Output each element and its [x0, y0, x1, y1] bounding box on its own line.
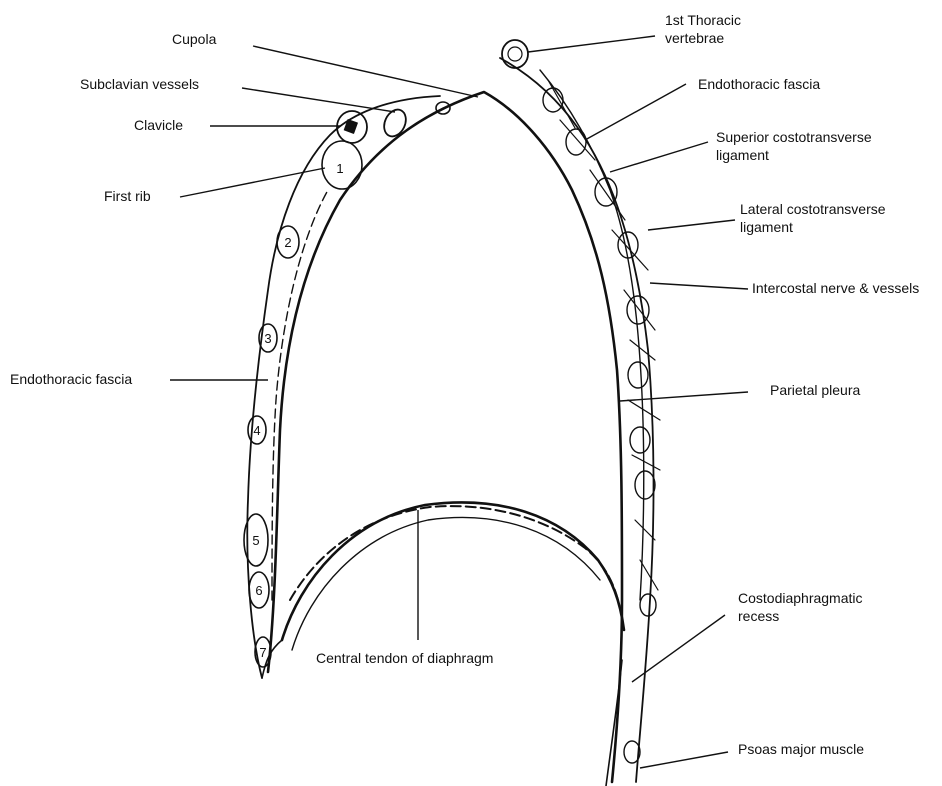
label-thoracic-vertebrae-line1: 1st Thoracic: [665, 12, 741, 29]
leader-cupola: [253, 46, 478, 97]
leader-lateral-ct: [648, 220, 735, 230]
leader-superior-ct: [610, 142, 708, 172]
label-costodiaphragmatic-line1: Costodiaphragmatic: [738, 590, 863, 607]
label-central-tendon: Central tendon of diaphragm: [316, 650, 493, 667]
subclavian-vessel-1: [380, 106, 410, 140]
label-superior-costotransverse-line2: ligament: [716, 147, 769, 164]
right-wall-outer: [500, 58, 654, 782]
leader-first-rib: [180, 168, 325, 197]
diaphragm-dashed: [290, 506, 618, 600]
posterior-rib-g: [630, 427, 650, 453]
rib-number-6: 6: [255, 583, 262, 598]
posterior-rib-b: [566, 129, 586, 155]
left-wall-dashed: [272, 190, 328, 600]
diaphragm-dome: [282, 502, 624, 640]
label-parietal-pleura: Parietal pleura: [770, 382, 860, 399]
label-cupola: Cupola: [172, 31, 216, 48]
label-first-rib: First rib: [104, 188, 151, 205]
leader-intercostal: [650, 283, 748, 289]
rib-number-7: 7: [259, 645, 266, 660]
label-lateral-costotransverse-line2: ligament: [740, 219, 793, 236]
label-endothoracic-fascia-left: Endothoracic fascia: [10, 371, 132, 388]
label-subclavian-vessels: Subclavian vessels: [80, 76, 199, 93]
rib-number-1: 1: [336, 161, 343, 176]
right-wall-inner: [540, 70, 644, 600]
label-superior-costotransverse-line1: Superior costotransverse: [716, 129, 872, 146]
leader-subclavian: [242, 88, 395, 112]
pleura-inner-outline: [268, 92, 622, 782]
posterior-rib-h: [635, 471, 655, 499]
label-endothoracic-fascia-right: Endothoracic fascia: [698, 76, 820, 93]
label-costodiaphragmatic-line2: recess: [738, 608, 779, 625]
label-lateral-costotransverse-line1: Lateral costotransverse: [740, 201, 886, 218]
label-intercostal-nerve-vessels: Intercostal nerve & vessels: [752, 280, 919, 297]
label-psoas-major-muscle: Psoas major muscle: [738, 741, 864, 758]
thoracic-vertebra-shape: [502, 40, 528, 68]
posterior-rib-i: [640, 594, 656, 616]
rib-number-2: 2: [284, 235, 291, 250]
label-thoracic-vertebrae-line2: vertebrae: [665, 30, 724, 47]
posterior-rib-a: [543, 88, 563, 112]
leader-parietal: [620, 392, 748, 401]
rib-number-5: 5: [252, 533, 259, 548]
posterior-rib-f: [628, 362, 648, 388]
left-wall-outer: [247, 96, 440, 678]
diaphragm-outer: [292, 518, 600, 651]
rib-number-3: 3: [264, 331, 271, 346]
vertebra-inner: [508, 47, 522, 61]
leader-vertebrae: [528, 36, 655, 52]
leader-endothoracic-right: [585, 84, 686, 140]
rib-number-4: 4: [253, 423, 260, 438]
label-clavicle: Clavicle: [134, 117, 183, 134]
posterior-rib-d: [618, 232, 638, 258]
leader-psoas: [640, 752, 728, 768]
posterior-rib-e: [627, 296, 649, 324]
